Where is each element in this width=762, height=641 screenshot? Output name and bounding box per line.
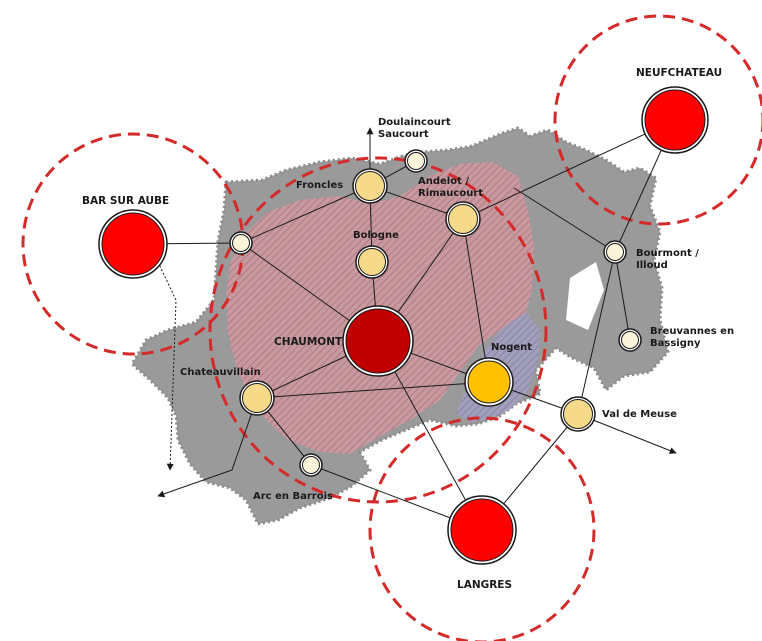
node-andelot[interactable] [445,201,481,237]
chaumont-ring [208,156,548,504]
label-langres: LANGRES [457,579,512,591]
arrow-west [157,397,258,498]
node-neufchateau[interactable] [641,86,709,154]
label-nogent: Nogent [491,342,532,353]
labels: NEUFCHATEAU BAR SUR AUBE CHAUMONT LANGRE… [82,67,734,591]
label-froncles: Froncles [296,180,343,191]
node-chateauvillain[interactable] [239,380,275,416]
node-arc-en-barrois[interactable] [299,453,323,477]
node-bar-link[interactable] [229,231,253,255]
label-andelot-line1: Andelot / [418,176,469,187]
label-andelot-line2: Rimaucourt [418,188,483,199]
node-nogent[interactable] [464,357,514,407]
label-val-de-meuse: Val de Meuse [602,409,677,420]
langres-ring [368,416,596,641]
label-neufchateau: NEUFCHATEAU [636,67,722,79]
label-doulaincourt-line1: Doulaincourt [378,117,451,128]
node-chaumont[interactable] [342,305,414,377]
label-breuvannes-line1: Breuvannes en [650,326,734,337]
node-val-de-meuse[interactable] [560,396,596,432]
label-bologne: Bologne [353,230,399,241]
label-bourmont-line1: Bourmont / [636,248,699,259]
node-bar-sur-aube[interactable] [98,209,168,279]
node-bologne[interactable] [355,245,389,279]
node-froncles[interactable] [352,168,388,204]
nodes [98,86,709,565]
label-chateauvillain: Chateauvillain [180,367,261,378]
node-doulaincourt[interactable] [404,149,428,173]
node-langres[interactable] [447,495,517,565]
neufchateau-ring [553,14,762,226]
territory-gap [566,262,604,330]
label-chaumont: CHAUMONT [274,336,343,348]
node-breuvannes[interactable] [618,328,642,352]
node-bourmont[interactable] [603,240,627,264]
label-bar-sur-aube: BAR SUR AUBE [82,195,169,207]
label-arc-en-barrois: Arc en Barrois [253,491,333,502]
label-bourmont-line2: Illoud [636,260,668,271]
label-doulaincourt-line2: Saucourt [378,129,429,140]
label-breuvannes-line2: Bassigny [650,338,701,349]
